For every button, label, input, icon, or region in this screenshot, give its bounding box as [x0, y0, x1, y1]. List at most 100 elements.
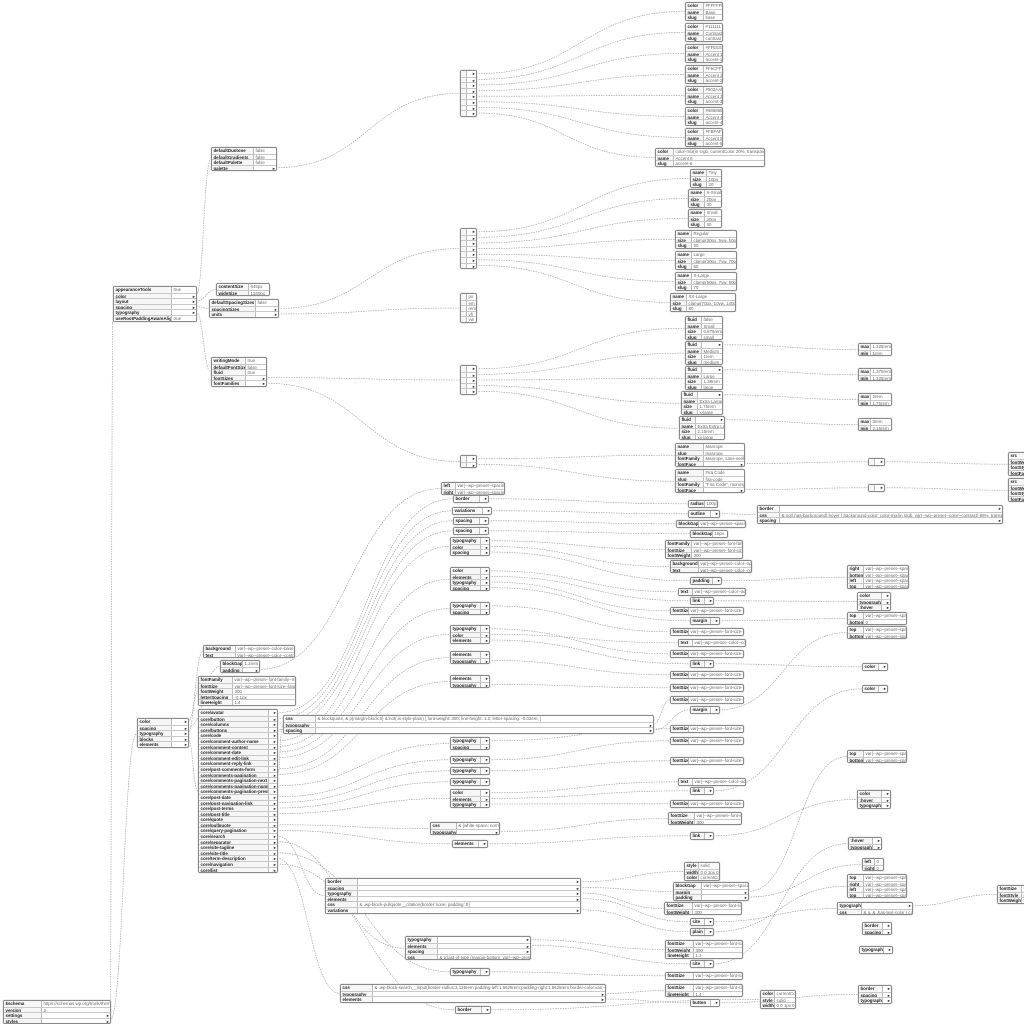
node-row[interactable]: core/post-date▸ — [199, 793, 277, 800]
expand-arrow-icon[interactable]: ▸ — [485, 550, 488, 556]
expand-arrow-icon[interactable]: ▸ — [484, 528, 487, 533]
expand-arrow-icon[interactable]: ▸ — [709, 961, 712, 966]
expand-arrow-icon[interactable]: ▸ — [485, 574, 488, 580]
node-row[interactable]: typography▸ — [849, 843, 881, 849]
node-row[interactable]: typography▸ — [858, 598, 890, 604]
expand-arrow-icon[interactable]: ▸ — [485, 790, 488, 795]
node-row[interactable]: elements▸ — [453, 841, 487, 847]
expand-arrow-icon[interactable]: ▸ — [485, 796, 488, 802]
expand-arrow-icon[interactable]: ▸ — [273, 738, 276, 744]
expand-arrow-icon[interactable]: ▸ — [273, 828, 276, 834]
expand-arrow-icon[interactable]: ▸ — [485, 632, 488, 638]
expand-arrow-icon[interactable]: ▸ — [472, 71, 475, 76]
node-row[interactable]: typography▸ — [451, 779, 489, 785]
node-row[interactable]: spacing▸ — [284, 727, 653, 733]
node-row[interactable]: src▸ — [1009, 479, 1024, 485]
node-row[interactable]: styles▸ — [4, 1017, 110, 1024]
node-row[interactable]: typography▸ — [431, 828, 499, 834]
expand-arrow-icon[interactable]: ▸ — [472, 99, 475, 105]
expand-arrow-icon[interactable]: ▸ — [880, 459, 883, 464]
expand-arrow-icon[interactable]: ▸ — [273, 834, 276, 840]
node-row[interactable]: core/list▸ — [199, 866, 277, 872]
node-row[interactable]: color▸ — [863, 686, 887, 692]
expand-arrow-icon[interactable]: ▸ — [472, 252, 475, 258]
node-row[interactable]: button▸ — [691, 1000, 719, 1006]
expand-arrow-icon[interactable]: ▸ — [576, 879, 579, 884]
expand-arrow-icon[interactable]: ▸ — [709, 598, 712, 603]
expand-arrow-icon[interactable]: ▸ — [877, 838, 880, 843]
node-row[interactable]: elements▸ — [406, 942, 530, 949]
node-row[interactable]: color▸ — [863, 664, 887, 670]
expand-arrow-icon[interactable]: ▸ — [485, 768, 488, 773]
node-row[interactable]: core/code▸ — [199, 732, 277, 738]
node-row[interactable]: variations▸ — [453, 508, 491, 514]
node-row[interactable]: typography▸ — [451, 768, 489, 774]
expand-arrow-icon[interactable]: ▸ — [487, 508, 490, 513]
node-row[interactable]: :hover▸ — [858, 604, 890, 610]
expand-arrow-icon[interactable]: ▸ — [718, 367, 721, 372]
expand-arrow-icon[interactable]: ▸ — [262, 381, 265, 387]
expand-arrow-icon[interactable]: ▸ — [485, 638, 488, 644]
node-row[interactable]: plain▸ — [691, 929, 713, 935]
expand-arrow-icon[interactable]: ▸ — [273, 822, 276, 828]
node-row[interactable]: ▸ — [461, 76, 476, 83]
node-row[interactable]: color▸ — [858, 593, 890, 599]
node-row[interactable]: typography▸ — [860, 947, 892, 953]
node-row[interactable]: core/columns▸ — [199, 721, 277, 727]
expand-arrow-icon[interactable]: ▸ — [486, 1007, 489, 1012]
node-row[interactable]: spacing▸ — [326, 884, 580, 890]
expand-arrow-icon[interactable]: ▸ — [887, 923, 890, 928]
expand-arrow-icon[interactable]: ▸ — [998, 518, 1001, 524]
node-row[interactable]: ▸ — [461, 382, 476, 389]
expand-arrow-icon[interactable]: ▸ — [485, 676, 488, 681]
expand-arrow-icon[interactable]: ▸ — [715, 707, 718, 712]
node-row[interactable]: border▸ — [863, 923, 891, 929]
node-row[interactable]: elements▸ — [341, 996, 605, 1002]
node-row[interactable]: core/site-tagline▸ — [199, 844, 277, 850]
expand-arrow-icon[interactable]: ▸ — [184, 742, 187, 748]
expand-arrow-icon[interactable]: ▸ — [526, 937, 529, 942]
node-row[interactable]: core/comments-pagination▸ — [199, 771, 277, 778]
node-row[interactable]: ▸ — [461, 388, 476, 394]
expand-arrow-icon[interactable]: ▸ — [184, 725, 187, 731]
expand-arrow-icon[interactable]: ▸ — [272, 165, 275, 171]
expand-arrow-icon[interactable]: ▸ — [273, 783, 276, 789]
expand-arrow-icon[interactable]: ▸ — [718, 392, 721, 397]
node-row[interactable]: ▸ — [461, 240, 476, 246]
node-row[interactable]: core/comment-author-name▸ — [199, 737, 277, 744]
expand-arrow-icon[interactable]: ▸ — [472, 77, 475, 83]
expand-arrow-icon[interactable]: ▸ — [485, 802, 488, 808]
expand-arrow-icon[interactable]: ▸ — [709, 833, 712, 838]
node-row[interactable]: palette▸ — [212, 164, 276, 171]
expand-arrow-icon[interactable]: ▸ — [192, 310, 195, 316]
expand-arrow-icon[interactable]: ▸ — [192, 299, 195, 305]
node-row[interactable]: ▸ — [461, 245, 476, 252]
expand-arrow-icon[interactable]: ▸ — [472, 456, 475, 461]
node-row[interactable]: link▸ — [691, 661, 713, 667]
node-row[interactable]: spacing▸ — [758, 517, 1002, 523]
expand-arrow-icon[interactable]: ▸ — [255, 667, 258, 673]
expand-arrow-icon[interactable]: ▸ — [649, 728, 652, 734]
node-row[interactable]: typography▸ — [451, 801, 489, 807]
expand-arrow-icon[interactable]: ▸ — [526, 943, 529, 949]
expand-arrow-icon[interactable]: ▸ — [576, 891, 579, 897]
node-row[interactable]: ▸ — [461, 371, 476, 378]
expand-arrow-icon[interactable]: ▸ — [887, 998, 890, 1004]
expand-arrow-icon[interactable]: ▸ — [273, 772, 276, 778]
node-row[interactable]: link▸ — [691, 788, 713, 794]
node-row[interactable]: core/pullquote▸ — [199, 821, 277, 828]
node-row[interactable]: spacing▸ — [454, 528, 488, 534]
expand-arrow-icon[interactable]: ▸ — [273, 794, 276, 800]
expand-arrow-icon[interactable]: ▸ — [472, 105, 475, 111]
expand-arrow-icon[interactable]: ▸ — [601, 991, 604, 997]
expand-arrow-icon[interactable]: ▸ — [472, 372, 475, 378]
node-row[interactable]: typography▸ — [838, 903, 912, 909]
expand-arrow-icon[interactable]: ▸ — [273, 755, 276, 761]
node-row[interactable]: core/query-pagination▸ — [199, 827, 277, 833]
expand-arrow-icon[interactable]: ▸ — [888, 947, 891, 952]
node-row[interactable]: typography▸ — [451, 757, 489, 763]
node-row[interactable]: spacing▸ — [138, 724, 188, 731]
node-row[interactable]: ▸ — [461, 251, 476, 257]
expand-arrow-icon[interactable]: ▸ — [886, 593, 889, 598]
expand-arrow-icon[interactable]: ▸ — [273, 744, 276, 750]
